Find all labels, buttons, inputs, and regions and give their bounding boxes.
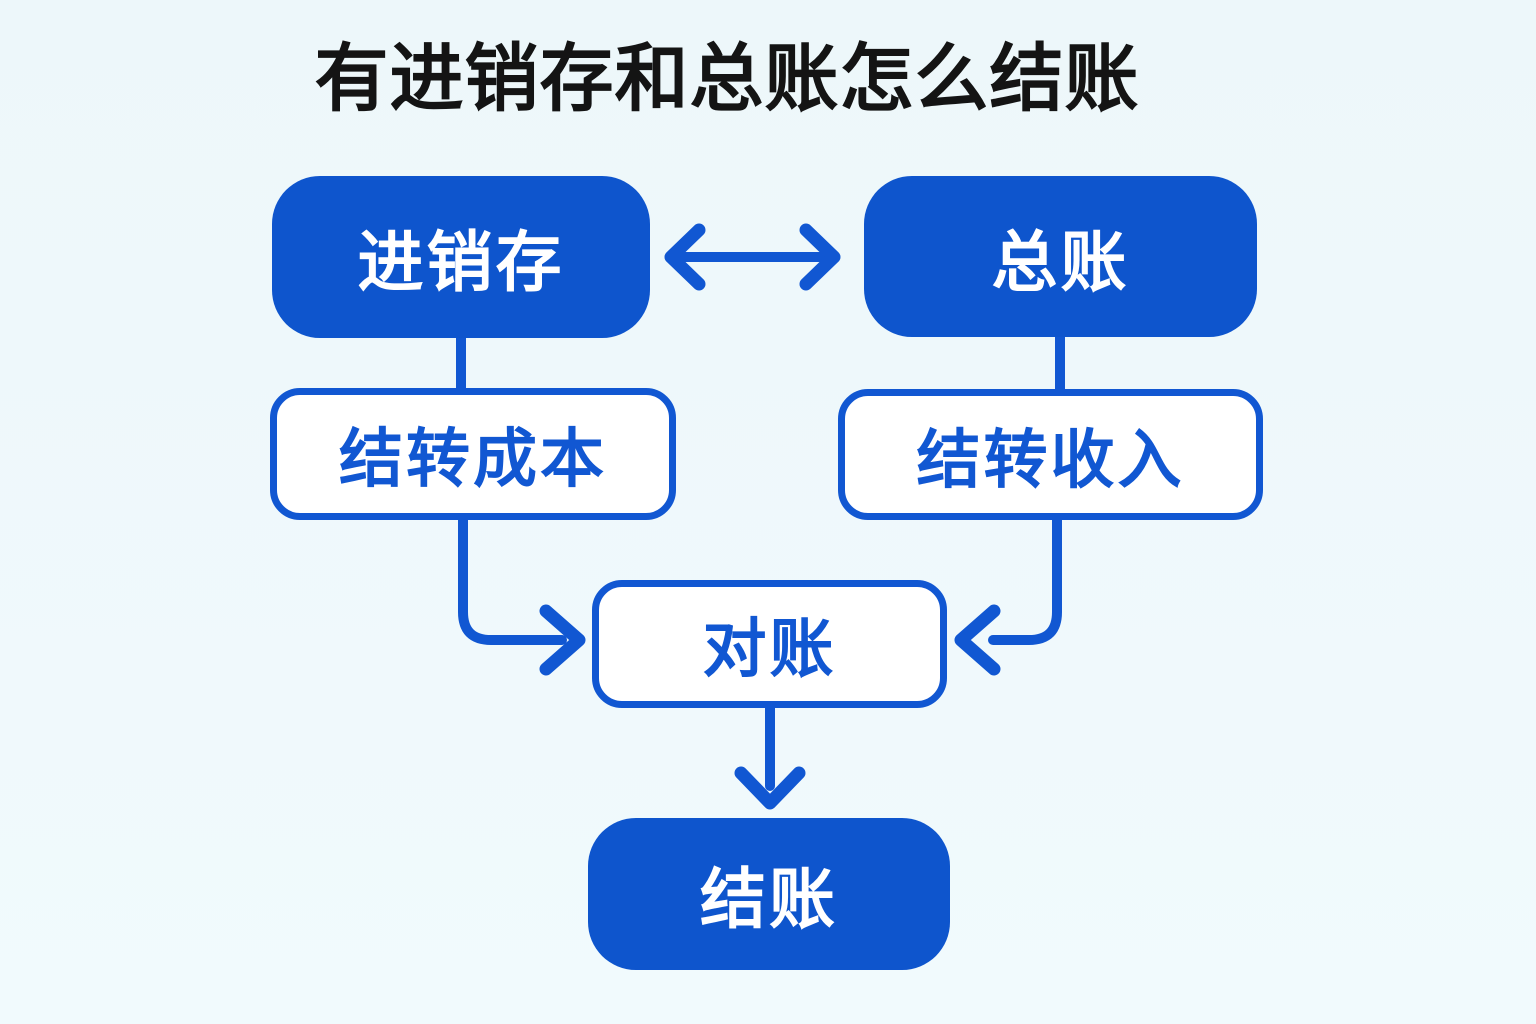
node-carry-forward-income: 结转收入 <box>838 389 1263 520</box>
node-closing: 结账 <box>588 818 950 970</box>
connector-reconciliation-to-closing <box>734 700 806 810</box>
node-carry-forward-cost: 结转成本 <box>270 388 676 520</box>
node-inventory-label: 进销存 <box>357 225 565 299</box>
node-closing-label: 结账 <box>700 862 838 936</box>
node-general-ledger: 总账 <box>864 176 1257 337</box>
node-inventory: 进销存 <box>272 176 650 338</box>
double-arrow-icon <box>664 223 841 291</box>
connector-income-to-reconciliation <box>954 511 1062 676</box>
node-carry-forward-income-label: 结转收入 <box>916 423 1185 496</box>
node-reconciliation-label: 对账 <box>702 613 837 685</box>
diagram-title: 有进销存和总账怎么结账 <box>314 37 1140 120</box>
connector-cost-to-reconciliation <box>458 511 586 676</box>
node-reconciliation: 对账 <box>592 580 947 708</box>
node-carry-forward-cost-label: 结转成本 <box>339 423 607 495</box>
node-general-ledger-label: 总账 <box>991 224 1130 299</box>
